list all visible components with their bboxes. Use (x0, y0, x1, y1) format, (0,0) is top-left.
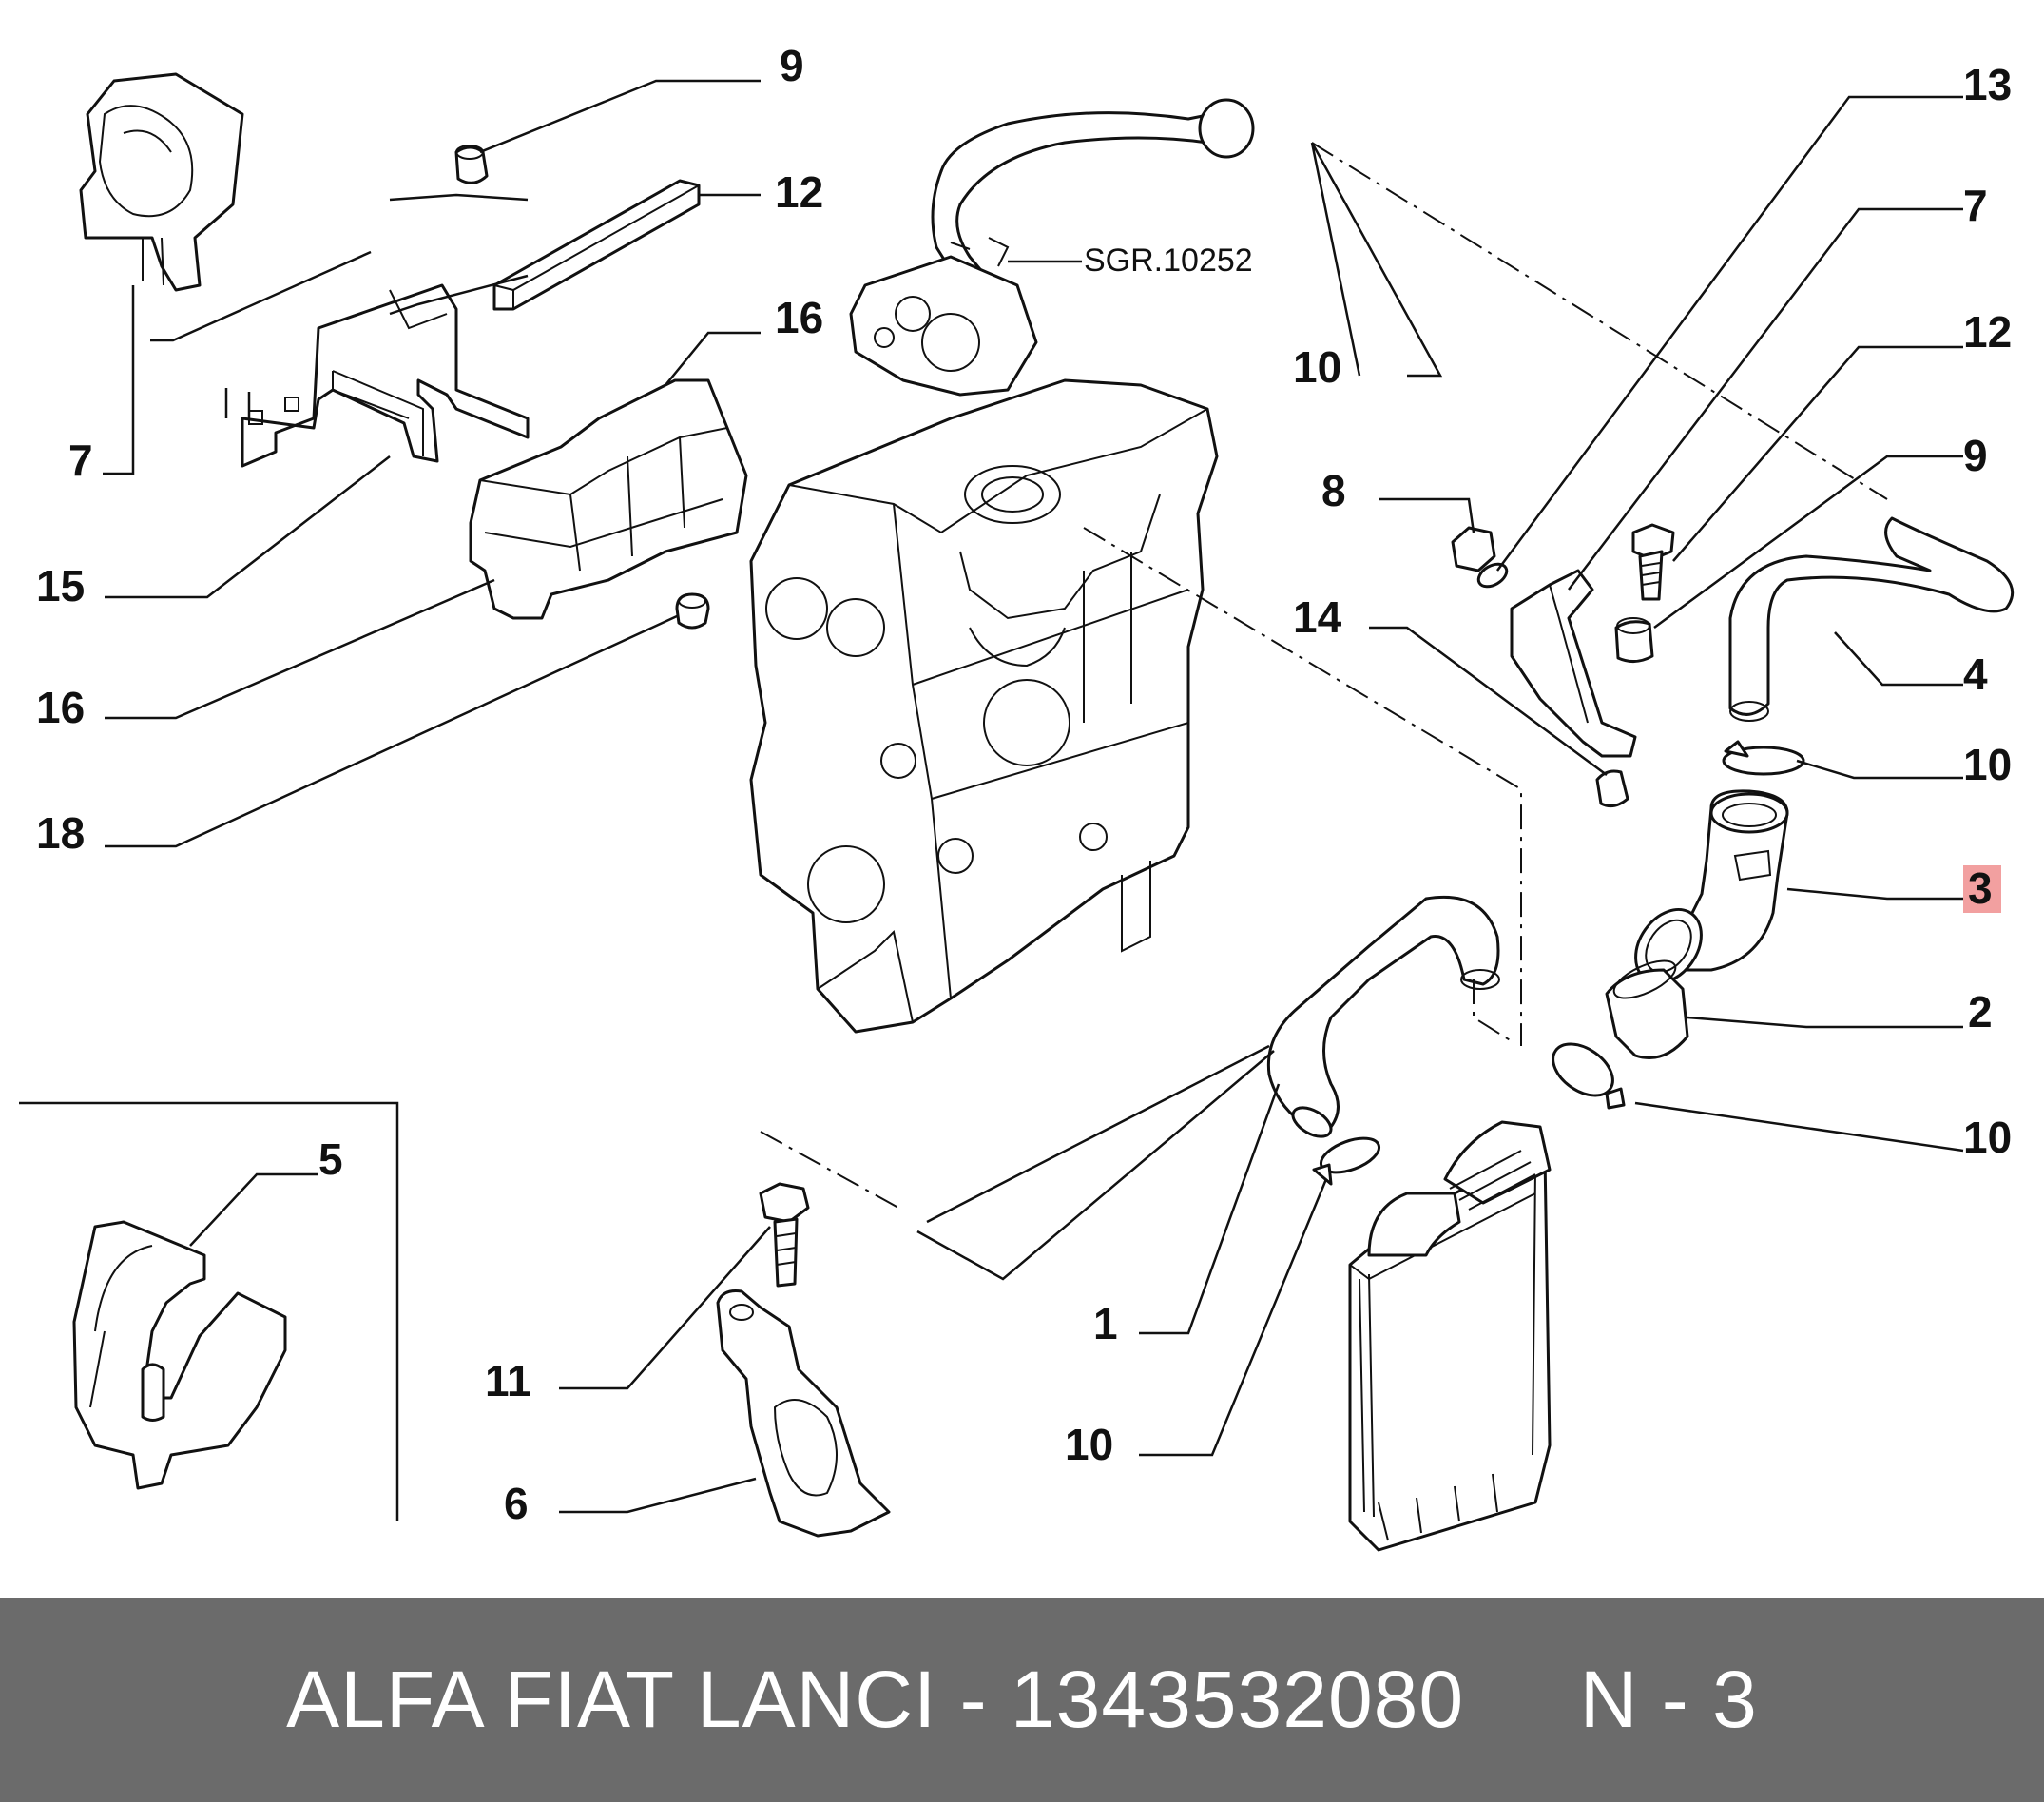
highlight-marker (1963, 865, 2001, 913)
callout-7: 7 (68, 436, 93, 485)
parts-diagram: SGR.10252 9 12 16 7 15 16 18 10 8 14 13 … (19, 41, 2015, 1552)
leader-lines (103, 79, 1964, 1514)
intercooler (1348, 1120, 1552, 1552)
callout-2: 2 (1968, 987, 1993, 1037)
footer-bar: ALFA FIAT LANCI - 1343532080 N - 3 (0, 1598, 2044, 1802)
callout-10-bottom: 10 (1065, 1420, 1113, 1469)
callout-14: 14 (1293, 592, 1342, 642)
callout-10-lower-right: 10 (1963, 1113, 2012, 1162)
callout-13: 13 (1963, 60, 2012, 109)
part-1-hose (1266, 895, 1500, 1138)
callout-1: 1 (1093, 1299, 1118, 1348)
part-11-bolt (759, 1182, 810, 1288)
part-2-sleeve (1605, 959, 1689, 1059)
callout-16-lower: 16 (36, 683, 85, 732)
callout-12: 12 (775, 167, 823, 217)
part-16-engine-cover (469, 378, 748, 620)
part-12-bar (492, 179, 701, 311)
dashed-alignment-lines (760, 142, 1888, 1209)
callout-11: 11 (485, 1356, 531, 1405)
callout-9: 9 (780, 41, 804, 90)
callout-4: 4 (1963, 649, 1988, 699)
part-4-hose (1728, 516, 2015, 722)
callout-5: 5 (318, 1134, 343, 1184)
part-number-caption: ALFA FIAT LANCI - 1343532080 N - 3 (286, 1655, 1758, 1744)
engine-block (749, 378, 1219, 1034)
callout-7-right: 7 (1963, 181, 1988, 230)
part-14-bracket (1510, 569, 1637, 808)
part-6-bracket (716, 1289, 891, 1538)
callout-10-top: 10 (1293, 342, 1341, 392)
part-8-nut (1451, 526, 1509, 589)
part-3-elbow (1634, 789, 1789, 984)
part-7-bracket (79, 72, 244, 292)
part-9-sleeve (1614, 617, 1654, 663)
callout-16: 16 (775, 293, 823, 342)
part-10-clamp-lower (1552, 1042, 1626, 1110)
reference-label: SGR.10252 (1084, 242, 1253, 279)
callout-12-right: 12 (1963, 307, 2012, 357)
callout-15: 15 (36, 561, 85, 610)
callout-8: 8 (1321, 466, 1346, 515)
part-5-bracket (19, 1101, 399, 1521)
egr-pump-assembly (849, 98, 1255, 397)
callout-3: 3 (1968, 863, 1993, 913)
callout-9-right: 9 (1963, 431, 1988, 480)
part-15-bracket-plate (224, 283, 530, 468)
part-10-clamp-right (1722, 740, 1805, 776)
callout-18: 18 (36, 808, 85, 858)
callout-10-right: 10 (1963, 740, 2012, 789)
part-12-bolt (1631, 523, 1675, 601)
callout-6: 6 (504, 1479, 529, 1528)
callout-numbers: 9 12 16 7 15 16 18 10 8 14 13 7 12 9 4 1… (36, 41, 2012, 1528)
part-10-clamp-hose (1312, 1136, 1381, 1186)
part-18-cap (675, 592, 710, 630)
